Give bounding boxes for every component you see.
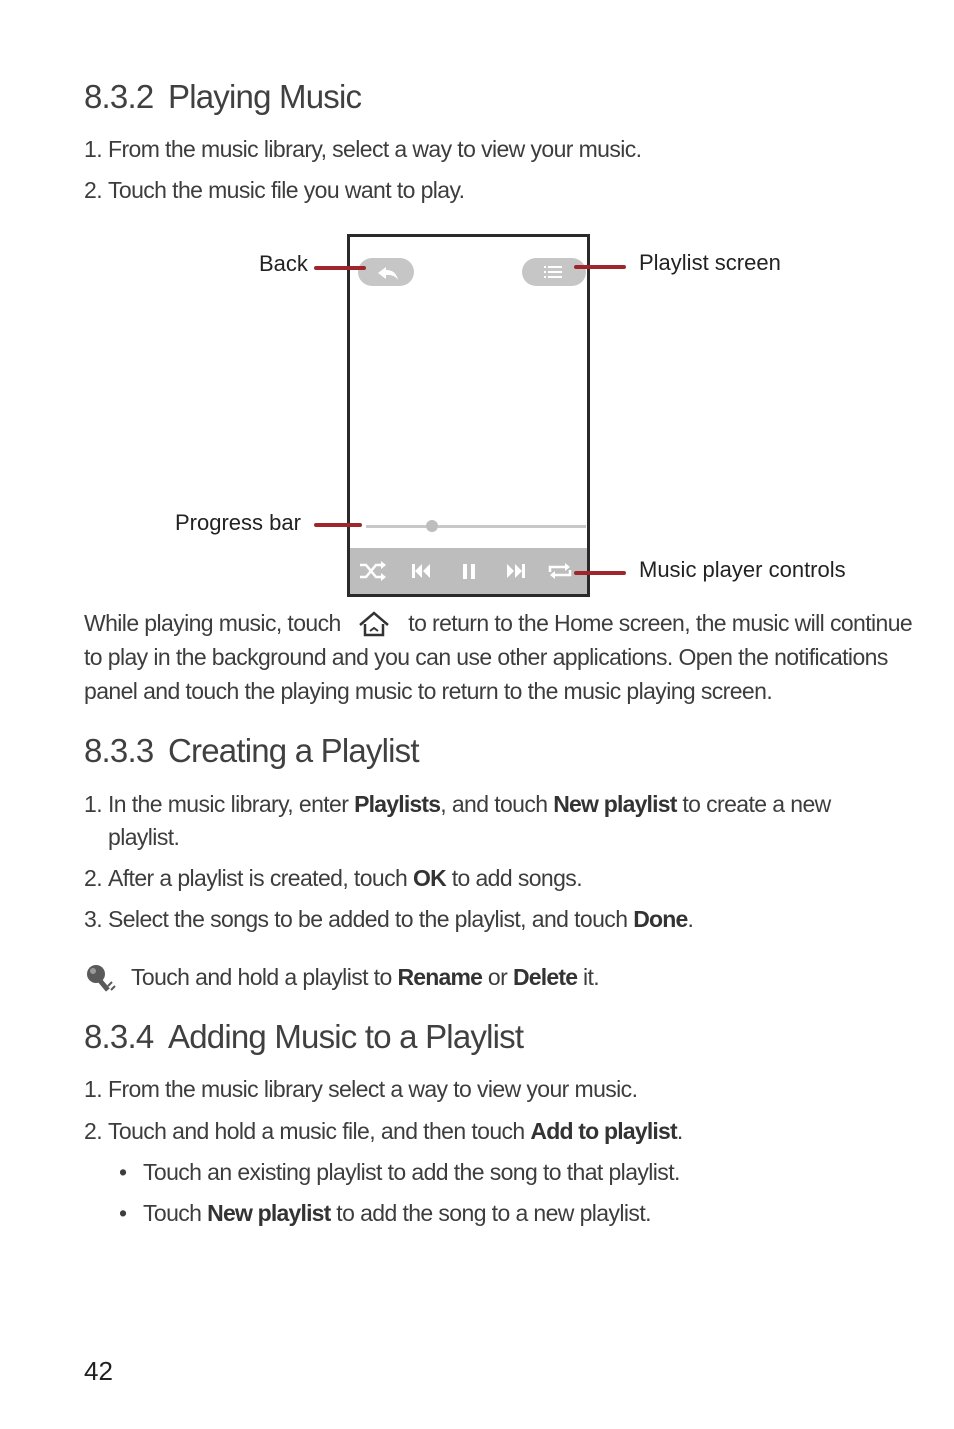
callout-progress-bar: Progress bar (175, 510, 301, 535)
repeat-icon[interactable] (546, 559, 574, 583)
playlist-button[interactable] (522, 258, 586, 286)
callout-line-progress (314, 523, 362, 527)
progress-bar[interactable] (366, 520, 586, 532)
callout-line-playlist (574, 265, 626, 269)
bullet-new-playlist: •Touch New playlist to add the song to a… (119, 1200, 652, 1226)
creating-step-1-continued: playlist. (108, 824, 180, 850)
phone-screen (347, 234, 590, 597)
player-controls (350, 548, 587, 594)
step-2: 2.Touch the music file you want to play. (84, 177, 465, 203)
callout-back: Back (259, 251, 308, 276)
tip-icon (87, 965, 116, 992)
callout-music-player-controls: Music player controls (639, 557, 846, 582)
creating-step-3: 3.Select the songs to be added to the pl… (84, 906, 694, 932)
playlist-icon (544, 266, 562, 278)
paragraph-line-1: While playing music, touch to return to … (84, 610, 913, 637)
music-player-figure: Back Playlist screen Progress bar Music … (170, 230, 890, 600)
pause-icon[interactable] (460, 561, 478, 581)
creating-step-1: 1.In the music library, enter Playlists,… (84, 791, 831, 817)
paragraph-line-3: panel and touch the playing music to ret… (84, 678, 773, 704)
callout-line-back (314, 266, 366, 270)
callout-playlist-screen: Playlist screen (639, 250, 781, 275)
step-1: 1.From the music library, select a way t… (84, 136, 642, 162)
back-button[interactable] (358, 258, 414, 286)
next-icon[interactable] (505, 561, 527, 581)
adding-step-2: 2.Touch and hold a music file, and then … (84, 1118, 683, 1144)
paragraph-line-2: to play in the background and you can us… (84, 644, 888, 670)
creating-step-2: 2.After a playlist is created, touch OK … (84, 865, 583, 891)
home-icon (359, 611, 390, 637)
back-arrow-icon (378, 267, 398, 280)
shuffle-icon[interactable] (358, 559, 388, 583)
bullet-existing-playlist: •Touch an existing playlist to add the s… (119, 1159, 680, 1185)
progress-knob[interactable] (426, 520, 438, 532)
callout-line-controls (574, 571, 626, 575)
tip-text: Touch and hold a playlist to Rename or D… (131, 964, 600, 990)
page-number: 42 (84, 1356, 113, 1386)
previous-icon[interactable] (410, 561, 432, 581)
adding-step-1: 1.From the music library select a way to… (84, 1076, 638, 1102)
